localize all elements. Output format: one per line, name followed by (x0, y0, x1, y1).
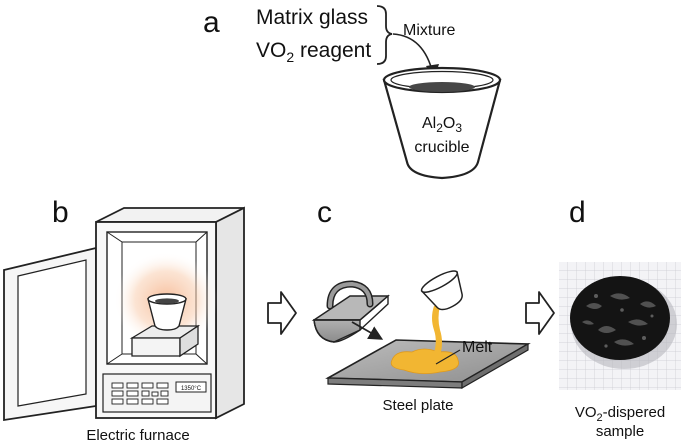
panel-c-letter: c (317, 196, 332, 229)
panel-b-caption: Electric furnace (86, 427, 189, 444)
melt-label: Melt (462, 339, 493, 356)
panel-b-letter: b (52, 196, 69, 229)
temperature-readout: 1350°C (181, 386, 202, 392)
step-arrow-b-c-icon (267, 291, 297, 335)
melt-puddle-icon (390, 348, 459, 374)
crucible-in-furnace-icon (147, 293, 187, 331)
panel-d-letter: d (569, 196, 586, 229)
panel-d-caption-line2: sample (596, 423, 644, 440)
press-lid-icon (311, 280, 390, 343)
electric-furnace-icon (95, 206, 245, 420)
temperature-display (175, 381, 207, 393)
mixture-label: Mixture (403, 22, 456, 39)
control-buttons (111, 382, 169, 405)
panel-d: d (559, 196, 681, 440)
melt-stream-icon (432, 306, 442, 356)
melt-leader-line (435, 349, 461, 365)
panel-a: a Matrix glass VO2 reagent Mixture Al2O3… (203, 5, 502, 180)
pouring-crucible-icon (420, 270, 463, 311)
furnace-door-icon (3, 246, 97, 422)
panel-d-caption-line1: VO2-dispered (575, 404, 665, 424)
panel-b: b (3, 196, 245, 444)
sample-photo (559, 262, 681, 390)
panel-a-letter: a (203, 6, 220, 39)
crucible-material-label: Al2O3 (422, 115, 462, 135)
vo2-reagent-label: VO2 reagent (256, 39, 371, 65)
vo2-sample-disc-icon (570, 276, 670, 360)
panel-c-caption: Steel plate (383, 397, 454, 414)
matrix-glass-label: Matrix glass (256, 6, 368, 29)
alumina-crucible-icon (382, 66, 502, 180)
step-arrow-c-d-icon (525, 291, 555, 335)
panel-c: c Melt Steel plate (311, 196, 531, 414)
press-arrow-icon (351, 321, 384, 340)
crucible-label: crucible (414, 139, 469, 156)
brace-icon (376, 5, 393, 65)
